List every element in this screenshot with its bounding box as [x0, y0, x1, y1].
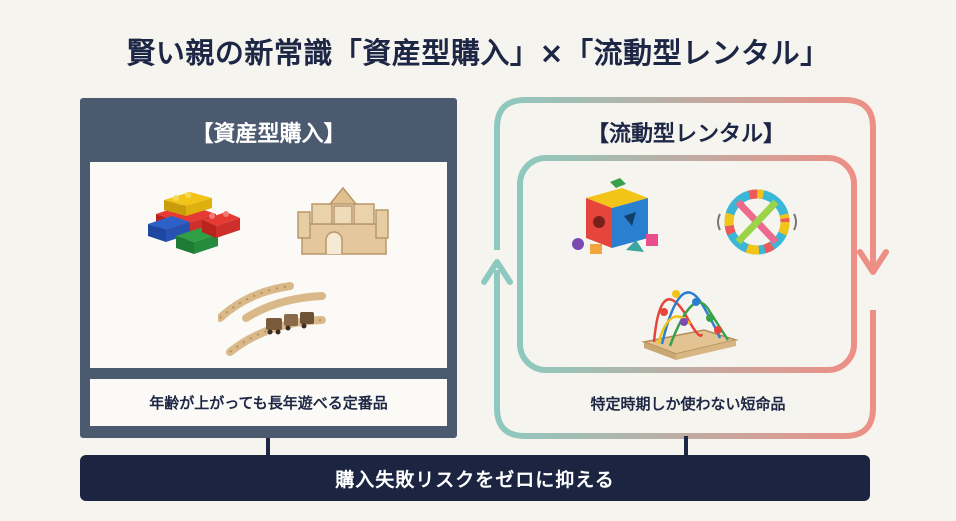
asset-purchase-heading: 【資産型購入】 [191, 122, 346, 147]
arrow-up-icon [481, 259, 513, 285]
bead-maze-icon [641, 290, 739, 360]
rattle-ring-icon [717, 189, 797, 255]
wooden-train-track-icon [218, 282, 326, 356]
rental-heading: 【流動型レンタル】 [540, 116, 832, 148]
arrow-down-icon [857, 249, 889, 275]
wooden-blocks-icon [297, 186, 389, 255]
asset-purchase-panel: 【資産型購入】 [80, 98, 457, 438]
risk-zero-banner: 購入失敗リスクをゼロに抑える [80, 455, 870, 501]
asset-purchase-image-area [90, 162, 447, 368]
building-blocks-icon [148, 192, 240, 254]
left-connector [266, 438, 270, 455]
page-title: 賢い親の新常識「資産型購入」×「流動型レンタル」 [126, 36, 830, 70]
rental-caption: 特定時期しか使わない短命品 [590, 395, 786, 413]
shape-sorter-cube-icon [572, 178, 658, 254]
right-connector [684, 436, 688, 455]
asset-purchase-caption: 年齢が上がっても長年遊べる定番品 [90, 379, 447, 426]
inner-loop-box [517, 155, 857, 373]
outer-loop-top [494, 97, 876, 270]
